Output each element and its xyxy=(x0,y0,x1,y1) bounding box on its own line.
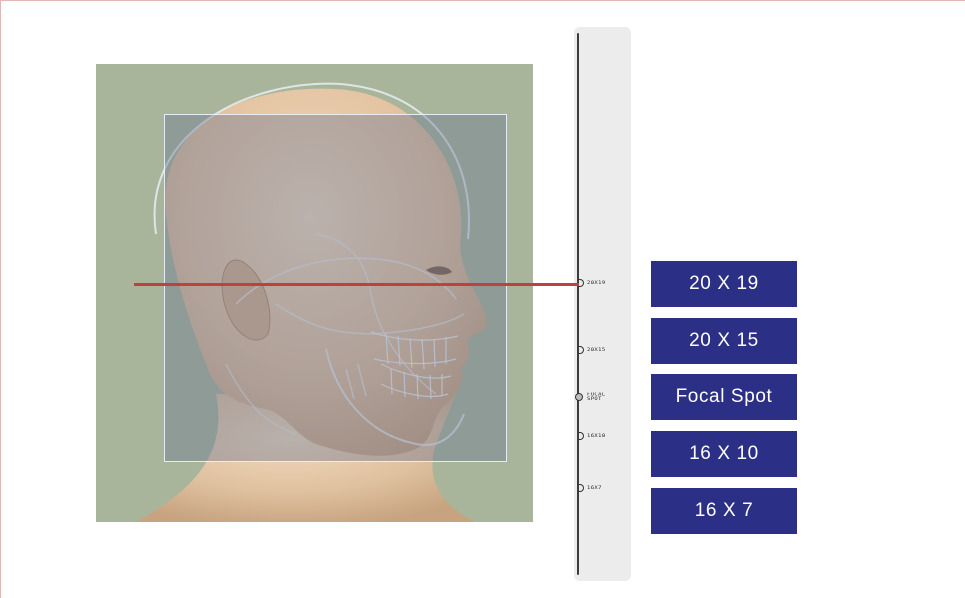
tick-label-16x7: 16X7 xyxy=(587,486,602,491)
tick-label-20x15: 20X15 xyxy=(587,348,606,353)
fov-indicator-line xyxy=(134,283,579,286)
tick-label-focal-spot: FOCAL SPOT xyxy=(587,393,606,402)
tick-label-20x19: 20X19 xyxy=(587,281,606,286)
fov-button-20x15[interactable]: 20 X 15 xyxy=(651,318,797,364)
fov-button-20x19[interactable]: 20 X 19 xyxy=(651,261,797,307)
field-of-view-rectangle xyxy=(164,114,507,462)
sensor-scale: 20X19 20X15 FOCAL SPOT 16X10 16X7 xyxy=(574,27,631,581)
sensor-axis xyxy=(577,33,579,575)
focal-spot-button[interactable]: Focal Spot xyxy=(651,374,797,420)
tick-label-16x10: 16X10 xyxy=(587,434,606,439)
tick-mark-16x7 xyxy=(578,484,584,492)
fov-button-16x7[interactable]: 16 X 7 xyxy=(651,488,797,534)
tick-mark-16x10 xyxy=(578,432,584,440)
head-preview xyxy=(96,64,533,522)
focal-spot-marker xyxy=(575,393,583,401)
fov-button-16x10[interactable]: 16 X 10 xyxy=(651,431,797,477)
tick-mark-20x15 xyxy=(578,346,584,354)
